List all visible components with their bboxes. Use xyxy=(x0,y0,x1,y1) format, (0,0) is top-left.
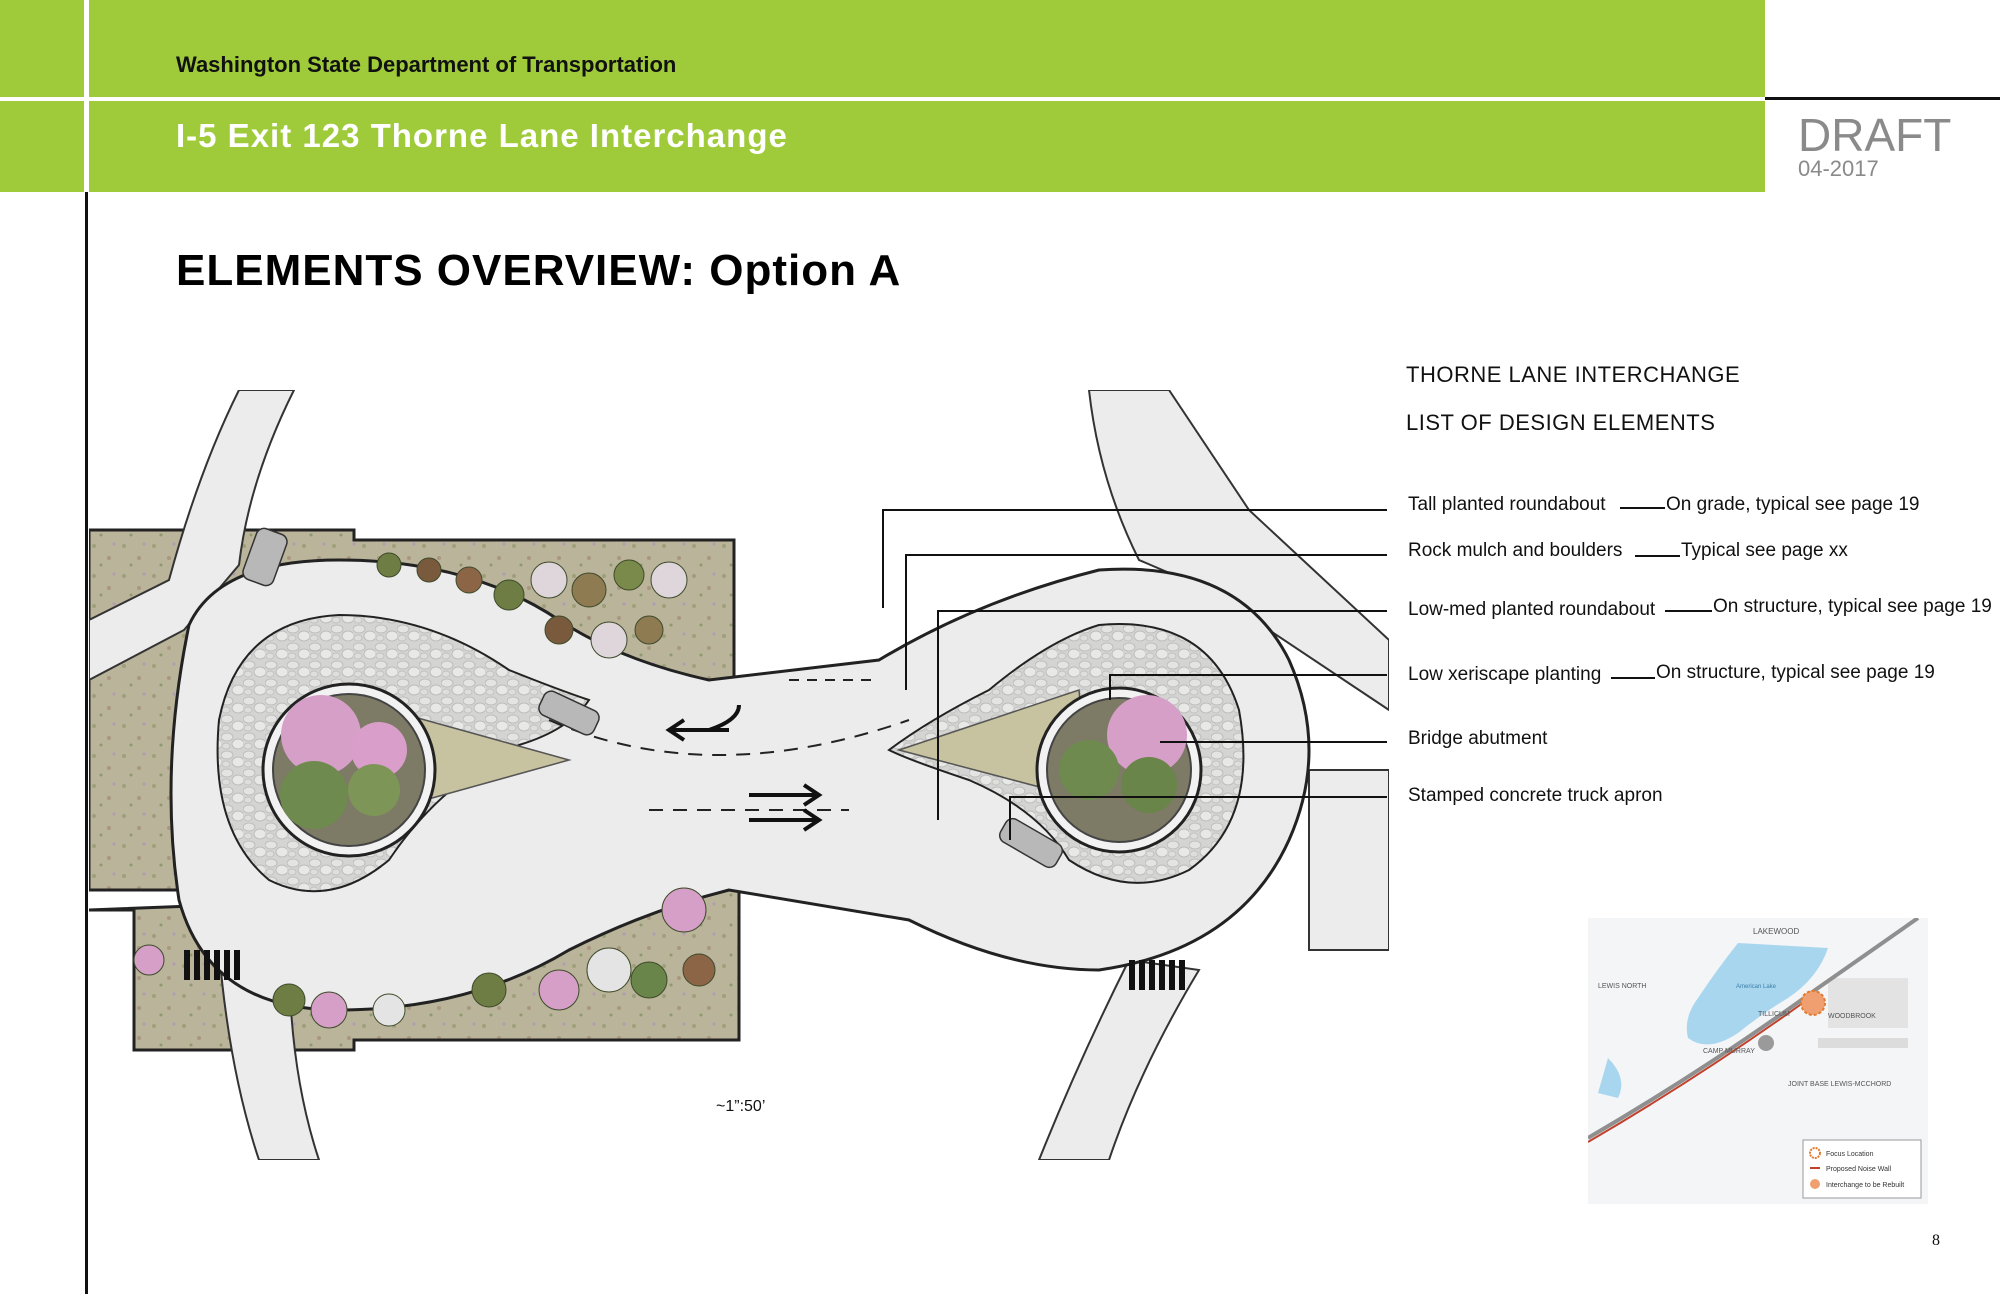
map-place-label: LAKEWOOD xyxy=(1753,927,1799,936)
map-place-label: LEWIS NORTH xyxy=(1598,983,1647,990)
shrub-cluster xyxy=(133,552,716,1029)
map-legend-item: Focus Location xyxy=(1826,1151,1874,1158)
site-plan-illustration xyxy=(89,390,1389,1160)
legend-item-label: Stamped concrete truck apron xyxy=(1408,785,1663,806)
header-band-top xyxy=(0,0,1765,97)
map-legend-item: Interchange to be Rebuilt xyxy=(1826,1182,1904,1189)
draft-date: 04-2017 xyxy=(1798,156,1879,181)
legend-item-label: Rock mulch and boulders xyxy=(1408,540,1623,561)
legend-item-label: Low xeriscape planting xyxy=(1408,664,1602,685)
map-place-label: JOINT BASE LEWIS-MCCHORD xyxy=(1788,1081,1891,1088)
legend-item-note: Typical see page xx xyxy=(1681,540,1848,561)
left-margin-rule xyxy=(85,192,88,1294)
map-place-label: WOODBROOK xyxy=(1828,1013,1876,1020)
map-legend-item: Proposed Noise Wall xyxy=(1826,1166,1892,1173)
car xyxy=(242,527,1064,869)
legend-heading: THORNE LANE INTERCHANGE xyxy=(1406,362,1741,387)
legend-item-note: On structure, typical see page 19 xyxy=(1713,596,1992,617)
east-roundabout-center xyxy=(1035,686,1203,854)
draft-stamp: DRAFT xyxy=(1798,109,1952,161)
legend-item-note: On structure, typical see page 19 xyxy=(1656,662,1935,683)
legend-subheading: LIST OF DESIGN ELEMENTS xyxy=(1406,410,1716,435)
page-title: ELEMENTS OVERVIEW: Option A xyxy=(176,246,902,295)
agency-name: Washington State Department of Transport… xyxy=(176,52,677,77)
vicinity-map: LAKEWOOD LEWIS NORTH TILLICUM WOODBROOK … xyxy=(1588,918,1928,1204)
page-number: 8 xyxy=(1932,1232,1940,1249)
legend-item-label: Bridge abutment xyxy=(1408,728,1548,749)
map-place-label: TILLICUM xyxy=(1758,1011,1790,1018)
map-place-label: CAMP MURRAY xyxy=(1703,1048,1755,1055)
legend-item-note: On grade, typical see page 19 xyxy=(1666,494,1920,515)
draft-rule xyxy=(1765,97,2000,100)
legend-item-label: Low-med planted roundabout xyxy=(1408,599,1656,620)
legend-item-label: Tall planted roundabout xyxy=(1408,494,1606,515)
header-divider xyxy=(84,101,89,192)
header-band-bottom xyxy=(0,101,1765,192)
west-roundabout-center xyxy=(261,682,437,858)
scale-note: ~1”:50’ xyxy=(716,1098,766,1115)
header-divider xyxy=(84,0,89,97)
project-title: I-5 Exit 123 Thorne Lane Interchange xyxy=(176,117,788,154)
map-place-label: American Lake xyxy=(1736,984,1777,990)
